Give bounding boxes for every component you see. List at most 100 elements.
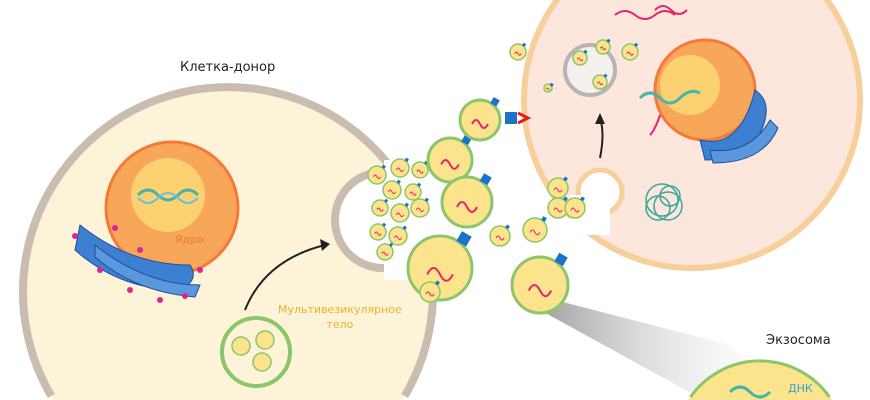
receptor-icon [479,173,492,186]
receptor-icon [435,280,440,286]
mvb-label-line1: Мультивезикулярное [278,303,402,316]
arrow-icon [244,244,326,311]
receptor-icon [505,224,510,230]
rna-icon [381,251,389,256]
exosome-label: Экзосома [766,333,831,348]
receptor-icon [404,157,409,162]
dna-icon [728,385,772,399]
exosome-vesicle [509,43,527,61]
rna-icon [415,207,425,213]
exosome-vesicle [376,243,394,261]
receptor-icon [606,38,611,43]
rna-icon [471,119,489,129]
rna-icon [395,212,405,218]
rna-icon [440,159,460,170]
receptor-icon [554,252,568,267]
exosome-vesicle [621,43,639,61]
rna-icon [409,191,417,196]
exosome-vesicle [458,98,502,142]
exosome-vesicle [390,203,410,223]
exosome-vesicle [592,74,608,90]
exosome-vesicle [419,281,441,303]
rna-icon [626,51,634,56]
receptor-icon [424,197,429,202]
rna-icon [376,207,384,212]
exosome-vesicles [367,38,639,315]
rna-icon [425,291,435,297]
rna-strand-icon [614,10,676,20]
rna-icon [570,207,580,213]
receptor-icon [402,225,407,230]
rna-icon [416,169,424,174]
arrow-head-icon [320,239,330,251]
rna-icon [456,201,478,213]
receptor-icon [563,196,568,202]
exosome-vesicle [595,39,611,55]
exosome-vesicle [426,136,474,184]
receptor-icon [396,179,401,184]
receptor-icon [583,49,588,54]
receptor-icon [549,82,554,87]
receptor-icon [541,216,547,222]
receptor-binding-icon [505,111,532,125]
magnified-exosome [688,359,832,400]
golgi-apparatus-icon [72,224,203,303]
exosome-vesicle [369,223,387,241]
exosome-vesicle [572,50,588,66]
exosome-vesicle [510,255,570,315]
receptor-icon [456,231,472,247]
donor-cell-label: Клетка-донор [180,60,276,75]
exosome-vesicle [390,158,410,178]
exosome-vesicle [388,226,408,246]
rna-icon [393,235,403,241]
exosome-vesicle [522,217,548,243]
receptor-icon [404,202,409,207]
rna-icon [372,174,382,180]
receptor-icon [580,196,585,202]
arrow-head-icon [595,113,605,124]
rna-icon [576,57,584,62]
rna-icon [553,187,563,193]
receptor-icon [522,42,527,47]
receptor-icon [634,42,639,47]
receptor-icon [563,176,568,182]
exosome-vesicle [489,225,511,247]
receptor-icon [417,182,422,187]
donor-nucleus [104,140,240,276]
receptor-icon [381,164,386,169]
exosome-vesicle [382,180,402,200]
nucleus-label: Ядро [175,233,204,246]
mvb-label: Мультивезикулярное тело [278,302,402,332]
exosome-vesicle [410,198,430,218]
rna-icon [599,46,607,51]
rna-icon [395,167,405,173]
rna-icon [374,231,382,236]
exosome-vesicle [440,175,494,229]
receptor-icon [384,198,389,203]
exosome-vesicle [371,199,389,217]
rna-icon [527,284,553,298]
dna-label: ДНК [788,382,813,395]
exosome-vesicle [547,177,569,199]
exosome-vesicle [367,165,387,185]
rna-icon [426,267,454,282]
receptor-icon [490,96,500,107]
rna-strand-icon [654,5,688,15]
rna-icon [545,87,551,91]
exosome-vesicle [564,197,586,219]
receptor-icon [389,242,394,247]
recipient-nucleus [638,38,757,142]
multivesicular-body [220,316,292,388]
receptor-icon [603,73,608,78]
rna-icon [387,189,397,195]
receptor-icon [382,222,387,227]
rna-icon [529,229,541,236]
recipient-golgi-icon [699,89,779,164]
exosome-vesicle [404,183,422,201]
mvb-label-line2: тело [326,318,354,331]
rna-icon [553,207,563,213]
exosome-vesicle [411,161,429,179]
rna-icon [596,81,604,86]
tangled-rna-icon [645,183,683,221]
